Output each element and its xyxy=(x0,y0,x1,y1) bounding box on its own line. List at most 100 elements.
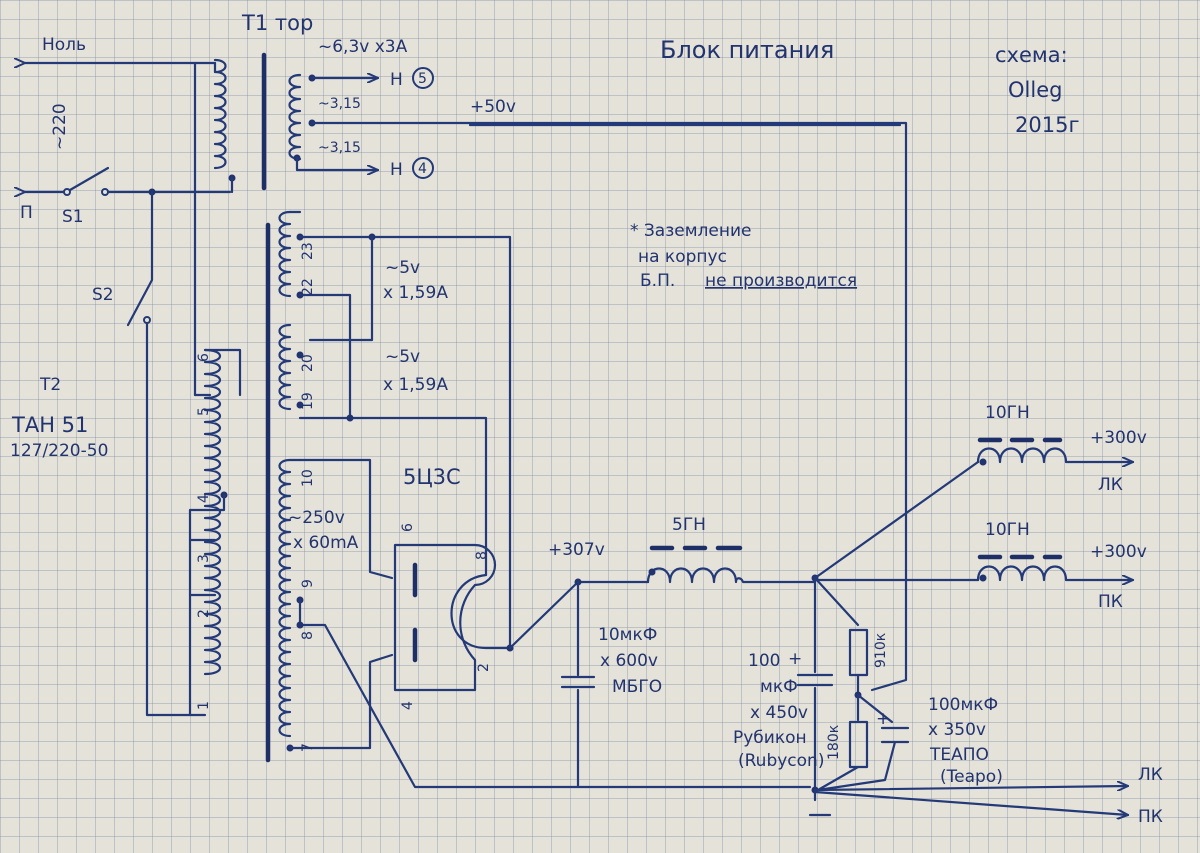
c2-unit: мкФ xyxy=(760,677,798,697)
schematic-title: Блок питания xyxy=(660,36,834,64)
h5-circle xyxy=(412,67,434,89)
c2-brand: Рубикон xyxy=(733,728,807,748)
t2-pin6-lead xyxy=(203,348,242,397)
mains-voltage-label: ~220 xyxy=(50,103,70,150)
pin-2: 2 xyxy=(196,609,212,618)
t2-type: ТАН 51 xyxy=(11,413,88,437)
tube-pin8: 8 xyxy=(474,551,490,560)
plus50v-rail xyxy=(310,121,908,692)
w5v-a-label: ~5v xyxy=(385,258,420,278)
output-r-voltage: +300v xyxy=(1090,542,1147,562)
b-plus-label: +307v xyxy=(548,540,605,560)
w5v-a-current: x 1,59A xyxy=(383,283,448,303)
pin-9: 9 xyxy=(300,579,316,588)
h5-number: 5 xyxy=(418,71,427,87)
ground-pk-label: ПК xyxy=(1138,807,1163,827)
output-pk-label: ПК xyxy=(1098,592,1123,612)
half2-label: ~3,15 xyxy=(318,140,361,156)
pin20-dot xyxy=(296,351,304,359)
author-name: Olleg xyxy=(1008,78,1062,102)
tube-pin6: 6 xyxy=(400,523,416,532)
pin-19: 19 xyxy=(300,392,316,410)
cap-10uf xyxy=(560,580,596,789)
r1-label: 910к xyxy=(873,633,889,668)
pin-7: 7 xyxy=(300,743,316,752)
heater-h4-arrow xyxy=(295,156,380,170)
choke-l-label: 10ГН xyxy=(985,403,1030,423)
s1-label: S1 xyxy=(62,207,84,227)
mains-section xyxy=(25,63,232,717)
choke-r-label: 10ГН xyxy=(985,520,1030,540)
h4-number: 4 xyxy=(418,161,427,177)
pin-3: 3 xyxy=(196,554,212,563)
w5v-b-label: ~5v xyxy=(385,347,420,367)
output-lk-label: ЛК xyxy=(1098,475,1123,495)
c1-type: МБГО xyxy=(612,677,662,697)
c2-plus: + xyxy=(788,649,802,669)
pin-1: 1 xyxy=(196,701,212,710)
switch-s2-blade xyxy=(126,190,154,327)
tube-pin4: 4 xyxy=(400,701,416,710)
w5v-b-current: x 1,59A xyxy=(383,375,448,395)
c1-value: 10мкФ xyxy=(598,625,657,645)
pin-10: 10 xyxy=(300,469,316,487)
pin-22: 22 xyxy=(300,278,316,296)
t2-5v-winding-b xyxy=(278,323,292,411)
ground-lk-label: ЛК xyxy=(1138,765,1163,785)
t2-5v-winding-a xyxy=(278,210,292,298)
t1-label: T1 тор xyxy=(241,11,313,35)
output-l-voltage: +300v xyxy=(1090,428,1147,448)
s2-to-t2-pin1 xyxy=(145,321,207,717)
hv-current-label: x 60mA xyxy=(293,533,359,553)
transformer-t2 xyxy=(188,210,812,789)
pin-4: 4 xyxy=(196,494,212,503)
pin-23: 23 xyxy=(300,242,316,260)
note-line3b: не производится xyxy=(705,271,857,291)
pin19-to-tube-pin8 xyxy=(298,416,488,577)
s2-label: S2 xyxy=(92,285,114,305)
t2-label: T2 xyxy=(39,375,61,395)
resistor-180k xyxy=(848,720,869,769)
h4-label: Н xyxy=(390,160,403,180)
pin-8: 8 xyxy=(300,631,316,640)
phase-label: П xyxy=(20,203,33,223)
half1-label: ~3,15 xyxy=(318,96,361,112)
c2-value: 100 xyxy=(748,651,780,671)
c3-value: 100мкФ xyxy=(928,695,998,715)
t2-primary-coil xyxy=(193,348,222,676)
c1-voltage: x 600v xyxy=(600,651,658,671)
choke-dot xyxy=(648,568,656,576)
outputs xyxy=(813,437,1135,815)
choke-10gn-l xyxy=(976,447,1135,463)
choke-10gn-r xyxy=(976,565,1135,581)
divider-mid-wires xyxy=(856,693,894,724)
c2-brand-latin: (Rubycon) xyxy=(738,751,824,771)
ground-return xyxy=(298,598,812,789)
author-line1: схема: xyxy=(995,43,1068,67)
divider-top xyxy=(813,576,860,627)
tube-label: 5Ц3С xyxy=(403,465,461,489)
c2-voltage: x 450v xyxy=(750,703,808,723)
switch-s1-blade xyxy=(68,166,110,192)
transformer-t1 xyxy=(213,52,908,692)
c3-brand: ТЕАПО xyxy=(929,745,989,765)
resistor-to-ground xyxy=(816,765,860,792)
choke-r-dot xyxy=(979,574,987,582)
r2-label: 180к xyxy=(826,725,842,760)
choke-5gn xyxy=(646,567,817,584)
pin-6: 6 xyxy=(196,353,212,362)
h5-label: Н xyxy=(390,70,403,90)
pin-5: 5 xyxy=(196,407,212,416)
filter-section xyxy=(508,545,910,817)
c3-voltage: x 350v xyxy=(928,720,986,740)
tube-envelope xyxy=(393,543,497,692)
t1-winding-label: ~6,3v x3A xyxy=(318,37,408,57)
wire-to-choke-l xyxy=(813,460,980,580)
t2-pin4-strap xyxy=(188,493,226,717)
choke-l-dot xyxy=(979,458,987,466)
note-line1: * Заземление xyxy=(630,221,752,241)
pin19-dot xyxy=(296,401,304,409)
hv-top-to-anode6 xyxy=(298,458,394,580)
